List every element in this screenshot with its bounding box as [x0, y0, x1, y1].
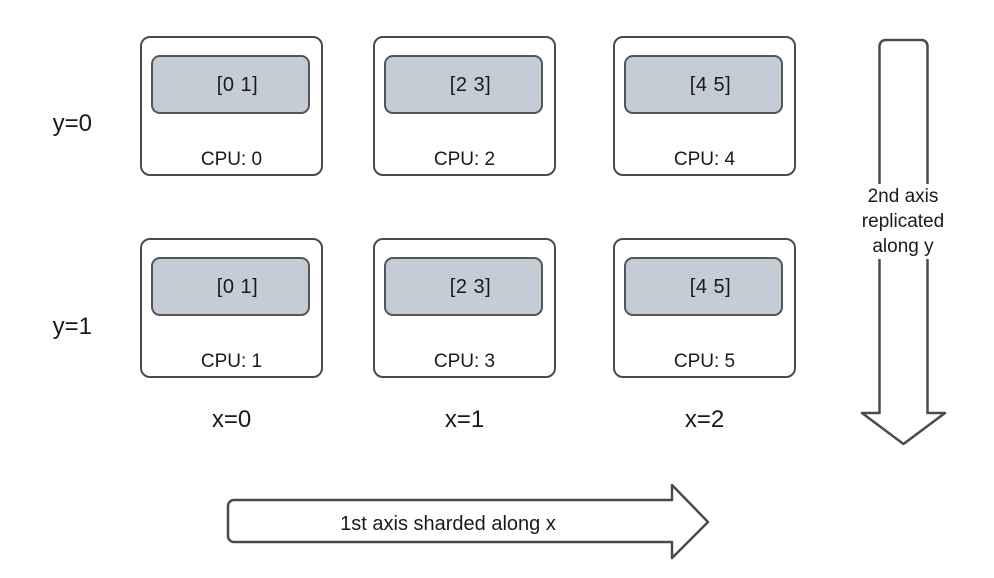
device-cell-x1-y0[interactable]: [2 3] CPU: 2: [373, 36, 556, 176]
vertical-arrow-label-line1: 2nd axis: [867, 186, 939, 207]
device-cell-x0-y1[interactable]: [0 1] CPU: 1: [140, 238, 323, 378]
device-cell-x1-y1[interactable]: [2 3] CPU: 3: [373, 238, 556, 378]
horizontal-axis-arrow: [226, 483, 710, 560]
device-cell-x2-y0[interactable]: [4 5] CPU: 4: [613, 36, 796, 176]
column-label-x2: x=2: [684, 406, 725, 433]
shard-label: [4 5]: [689, 275, 732, 298]
cpu-label-x1-y0: CPU: 2: [433, 149, 496, 170]
cpu-label-x1-y1: CPU: 3: [433, 351, 496, 372]
column-label-x1: x=1: [444, 406, 485, 433]
shard-label: [4 5]: [689, 73, 732, 96]
shard-chip-x1-y0: [2 3]: [384, 55, 543, 114]
cpu-label-x0-y1: CPU: 1: [200, 351, 263, 372]
vertical-arrow-label-line3: along y: [872, 236, 934, 257]
row-label-y0: y=0: [52, 110, 92, 137]
shard-label: [0 1]: [216, 73, 259, 96]
shard-chip-x2-y0: [4 5]: [624, 55, 783, 114]
shard-label: [2 3]: [449, 73, 492, 96]
column-label-x0: x=0: [211, 406, 252, 433]
horizontal-arrow-label: 1st axis sharded along x: [340, 513, 556, 535]
cpu-label-x2-y1: CPU: 5: [673, 351, 736, 372]
shard-chip-x0-y1: [0 1]: [151, 257, 310, 316]
device-cell-x2-y1[interactable]: [4 5] CPU: 5: [613, 238, 796, 378]
shard-chip-x1-y1: [2 3]: [384, 257, 543, 316]
device-cell-x0-y0[interactable]: [0 1] CPU: 0: [140, 36, 323, 176]
shard-chip-x2-y1: [4 5]: [624, 257, 783, 316]
shard-chip-x0-y0: [0 1]: [151, 55, 310, 114]
shard-label: [0 1]: [216, 275, 259, 298]
vertical-arrow-label-line2: replicated: [861, 211, 945, 232]
cpu-label-x2-y0: CPU: 4: [673, 149, 736, 170]
shard-label: [2 3]: [449, 275, 492, 298]
horizontal-arrow-path: [226, 483, 710, 560]
cpu-label-x0-y0: CPU: 0: [200, 149, 263, 170]
vertical-arrow-label: 2nd axis replicated along y: [840, 184, 966, 259]
row-label-y1: y=1: [52, 313, 92, 340]
